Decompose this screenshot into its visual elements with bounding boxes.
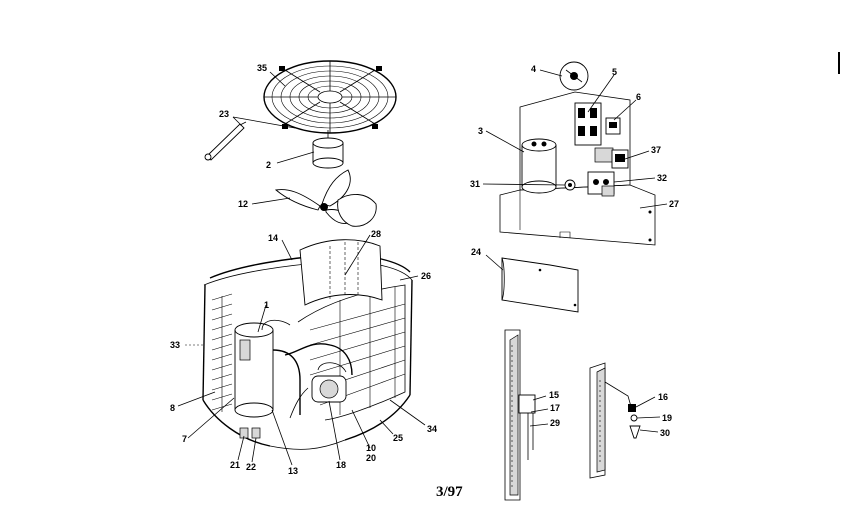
contactor <box>574 102 602 146</box>
fan-motor <box>312 130 344 169</box>
callout-7: 7 <box>182 434 187 444</box>
callout-20: 20 <box>366 453 376 463</box>
grommet <box>564 179 576 191</box>
page-label: 3/97 <box>436 484 463 500</box>
callout-29: 29 <box>550 418 560 428</box>
control-box <box>499 91 656 246</box>
callout-2: 2 <box>266 160 271 170</box>
access-cover <box>501 257 579 313</box>
valve-post-assembly <box>589 362 641 479</box>
timer-dial <box>559 61 589 91</box>
callout-1: 1 <box>264 300 269 310</box>
callout-31: 31 <box>470 179 480 189</box>
callout-labels: 1 2 3 4 5 6 7 8 10 12 13 14 15 16 17 18 … <box>170 63 679 476</box>
callout-16: 16 <box>658 392 668 402</box>
condenser-cabinet <box>202 239 413 450</box>
callout-8: 8 <box>170 403 175 413</box>
callout-37: 37 <box>651 145 661 155</box>
callout-4: 4 <box>531 64 536 74</box>
callout-23: 23 <box>219 109 229 119</box>
callout-18: 18 <box>336 460 346 470</box>
callout-5: 5 <box>612 67 617 77</box>
callout-25: 25 <box>393 433 403 443</box>
mounting-bracket <box>204 121 247 161</box>
leader-lines <box>177 69 668 466</box>
callout-22: 22 <box>246 462 256 472</box>
left-coil-fins <box>211 293 233 412</box>
refrigerant-piping <box>261 319 353 419</box>
callout-28: 28 <box>371 229 381 239</box>
relay <box>605 117 621 135</box>
service-valves <box>239 427 261 439</box>
callout-24: 24 <box>471 247 481 257</box>
callout-34: 34 <box>427 424 437 434</box>
run-capacitor <box>521 138 557 194</box>
back-coil <box>299 239 383 306</box>
defrost-control <box>594 147 629 169</box>
callout-35: 35 <box>257 63 267 73</box>
callout-3: 3 <box>478 126 483 136</box>
callout-13: 13 <box>288 466 298 476</box>
callout-17: 17 <box>550 403 560 413</box>
compressor <box>234 322 274 418</box>
right-coil-panel <box>297 284 406 421</box>
corner-post-assembly <box>504 329 536 501</box>
callout-19: 19 <box>662 413 672 423</box>
callout-30: 30 <box>660 428 670 438</box>
fan-blade <box>274 169 377 227</box>
callout-6: 6 <box>636 92 641 102</box>
terminal-block <box>587 171 615 197</box>
fan-guard <box>263 60 397 134</box>
edge-mark <box>838 52 840 74</box>
callout-14: 14 <box>268 233 278 243</box>
callout-27: 27 <box>669 199 679 209</box>
callout-21: 21 <box>230 460 240 470</box>
callout-33: 33 <box>170 340 180 350</box>
callout-12: 12 <box>238 199 248 209</box>
filter-drier <box>311 362 347 403</box>
callout-32: 32 <box>657 173 667 183</box>
callout-10: 10 <box>366 443 376 453</box>
callout-15: 15 <box>549 390 559 400</box>
callout-26: 26 <box>421 271 431 281</box>
